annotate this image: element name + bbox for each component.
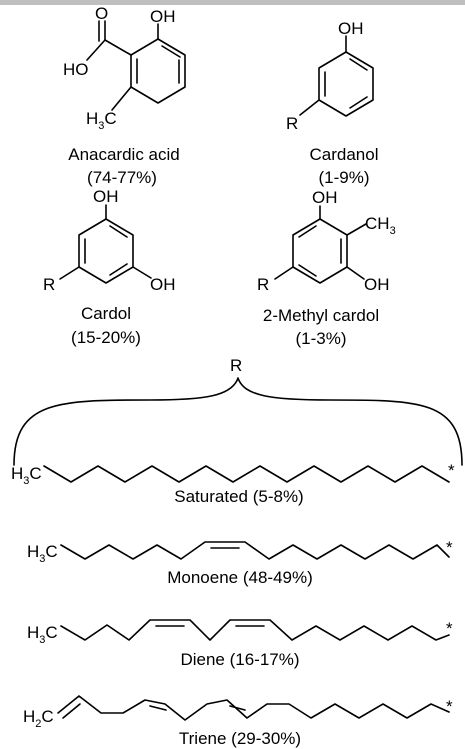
anacardic-acid-percent: (74-77%) <box>87 168 157 187</box>
cardanol-r-bond <box>299 99 320 116</box>
triene-h2c-label: H2C <box>23 707 54 730</box>
cardol-name: Cardol <box>81 304 131 323</box>
cardanol-ring-double-1 <box>349 58 368 71</box>
cardol-structure: OH OH R Cardol (15-20%) <box>43 187 176 347</box>
monoene-chain-bonds <box>60 541 450 560</box>
methyl-cardol-ring-double-2 <box>298 264 317 277</box>
anacardic-acid-name: Anacardic acid <box>68 145 180 164</box>
methyl-cardol-r-bond <box>274 266 294 280</box>
top-border <box>0 0 465 5</box>
cardol-oh-right-label: OH <box>150 275 176 294</box>
brace-r-label: R <box>230 356 242 375</box>
anacardic-ring <box>130 38 186 104</box>
acid-ho-label: HO <box>63 60 89 79</box>
saturated-chain-bonds <box>43 465 450 483</box>
methyl-cardol-methyl-bond <box>346 223 367 236</box>
methyl-cardol-oh-top-label: OH <box>312 188 338 207</box>
methyl-cardol-oh-right-bond <box>346 266 365 280</box>
cardanol-r-label: R <box>286 114 298 133</box>
triene-name: Triene (29-30%) <box>179 729 301 748</box>
triene-double-bond-1 <box>62 703 81 719</box>
anacardic-methyl-bond <box>111 86 132 111</box>
anacardic-ring-double-1 <box>161 45 181 58</box>
cardanol-percent: (1-9%) <box>318 168 369 187</box>
methyl-cardol-methyl-label: CH3 <box>365 214 396 237</box>
saturated-chain: H3C * Saturated (5-8%) <box>11 461 455 506</box>
monoene-h3c-label: H3C <box>27 542 58 565</box>
carbonyl-o-label: O <box>95 4 108 23</box>
triene-double-bond-3 <box>229 705 246 711</box>
brace-curve <box>13 377 463 466</box>
anacardic-acid-structure: O HO OH H3C Anacardic acid (74-77%) <box>63 4 186 187</box>
triene-double-bond-2 <box>149 705 167 711</box>
cardanol-oh-label: OH <box>338 19 364 38</box>
diene-h3c-label: H3C <box>27 623 58 646</box>
triene-star: * <box>446 697 453 716</box>
methyl-cardol-oh-right-label: OH <box>364 275 390 294</box>
diene-chain: H3C * Diene (16-17%) <box>27 619 453 669</box>
cardol-ring-double-1 <box>109 225 128 238</box>
cardol-oh-right-bond <box>132 266 152 279</box>
monoene-chain: H3C * Monoene (48-49%) <box>27 538 453 587</box>
monoene-star: * <box>446 538 453 557</box>
cardol-percent: (15-20%) <box>71 328 141 347</box>
r-brace: R <box>13 356 463 466</box>
methyl-cardol-ring <box>292 218 348 284</box>
monoene-name: Monoene (48-49%) <box>167 568 313 587</box>
cardanol-ring <box>318 51 374 117</box>
cardol-r-label: R <box>43 275 55 294</box>
saturated-h3c-label: H3C <box>11 464 42 487</box>
saturated-name: Saturated (5-8%) <box>174 487 303 506</box>
anacardic-oh-label: OH <box>150 7 176 26</box>
triene-chain-bonds <box>57 695 450 721</box>
acid-oh-bond <box>86 39 106 61</box>
cardanol-name: Cardanol <box>310 145 379 164</box>
triene-chain: H2C * Triene (29-30%) <box>23 695 453 748</box>
diene-star: * <box>446 619 453 638</box>
methyl-cardol-name: 2-Methyl cardol <box>263 306 379 325</box>
diene-chain-bonds <box>60 619 450 641</box>
cardol-ring-double-2 <box>109 263 128 276</box>
carboxyl-bond <box>104 39 132 56</box>
methyl-cardol-percent: (1-3%) <box>295 329 346 348</box>
diene-name: Diene (16-17%) <box>180 650 299 669</box>
methyl-cardol-ring-double-3 <box>298 225 317 238</box>
methyl-cardol-structure: OH CH3 OH R 2-Methyl cardol (1-3%) <box>257 188 396 348</box>
cardol-oh-top-label: OH <box>93 187 119 206</box>
methyl-cardol-r-label: R <box>257 275 269 294</box>
cardol-r-bond <box>59 266 80 280</box>
cardanol-structure: OH R Cardanol (1-9%) <box>286 19 379 187</box>
cardol-ring <box>78 218 134 284</box>
saturated-star: * <box>448 461 455 480</box>
cardanol-ring-double-2 <box>349 96 368 109</box>
anacardic-methyl-label: H3C <box>86 109 117 132</box>
